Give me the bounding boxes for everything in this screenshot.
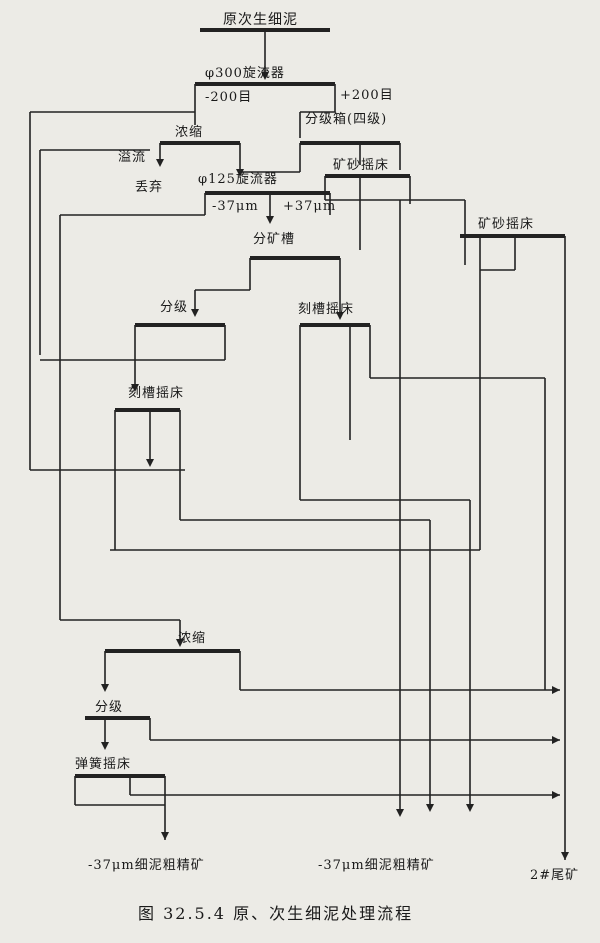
label-classify2: 分级: [95, 700, 124, 715]
label-plus37: +37μm: [283, 199, 337, 214]
label-sandtable1: 矿砂摇床: [333, 158, 390, 173]
label-feed: 原次生细泥: [223, 12, 298, 28]
label-classbox: 分级箱(四级): [305, 112, 388, 127]
label-slimetable1: 刻槽摇床: [298, 302, 355, 317]
label-product3: 2#尾矿: [530, 868, 580, 883]
label-minus37: -37μm: [212, 199, 259, 214]
label-product1: -37μm细泥粗精矿: [88, 858, 205, 873]
label-overflow: 溢流: [118, 150, 147, 165]
label-cyclone300: φ300旋流器: [205, 66, 285, 81]
label-slimetable2: 刻槽摇床: [128, 386, 185, 401]
label-classify1: 分级: [160, 300, 189, 315]
label-discard: 丢弃: [135, 180, 164, 195]
figure-caption: 图 32.5.4 原、次生细泥处理流程: [138, 904, 414, 923]
label-chute: 分矿槽: [253, 232, 296, 247]
label-thicken1: 浓缩: [175, 125, 204, 140]
label-cyclone125: φ125旋流器: [198, 172, 278, 187]
label-springtable: 弹簧摇床: [75, 757, 132, 772]
label-thicken2: 浓缩: [178, 631, 207, 646]
label-plus200: +200目: [340, 88, 394, 103]
label-sandtable2: 矿砂摇床: [478, 217, 535, 232]
label-minus200: -200目: [205, 90, 253, 105]
label-product2: -37μm细泥粗精矿: [318, 858, 435, 873]
